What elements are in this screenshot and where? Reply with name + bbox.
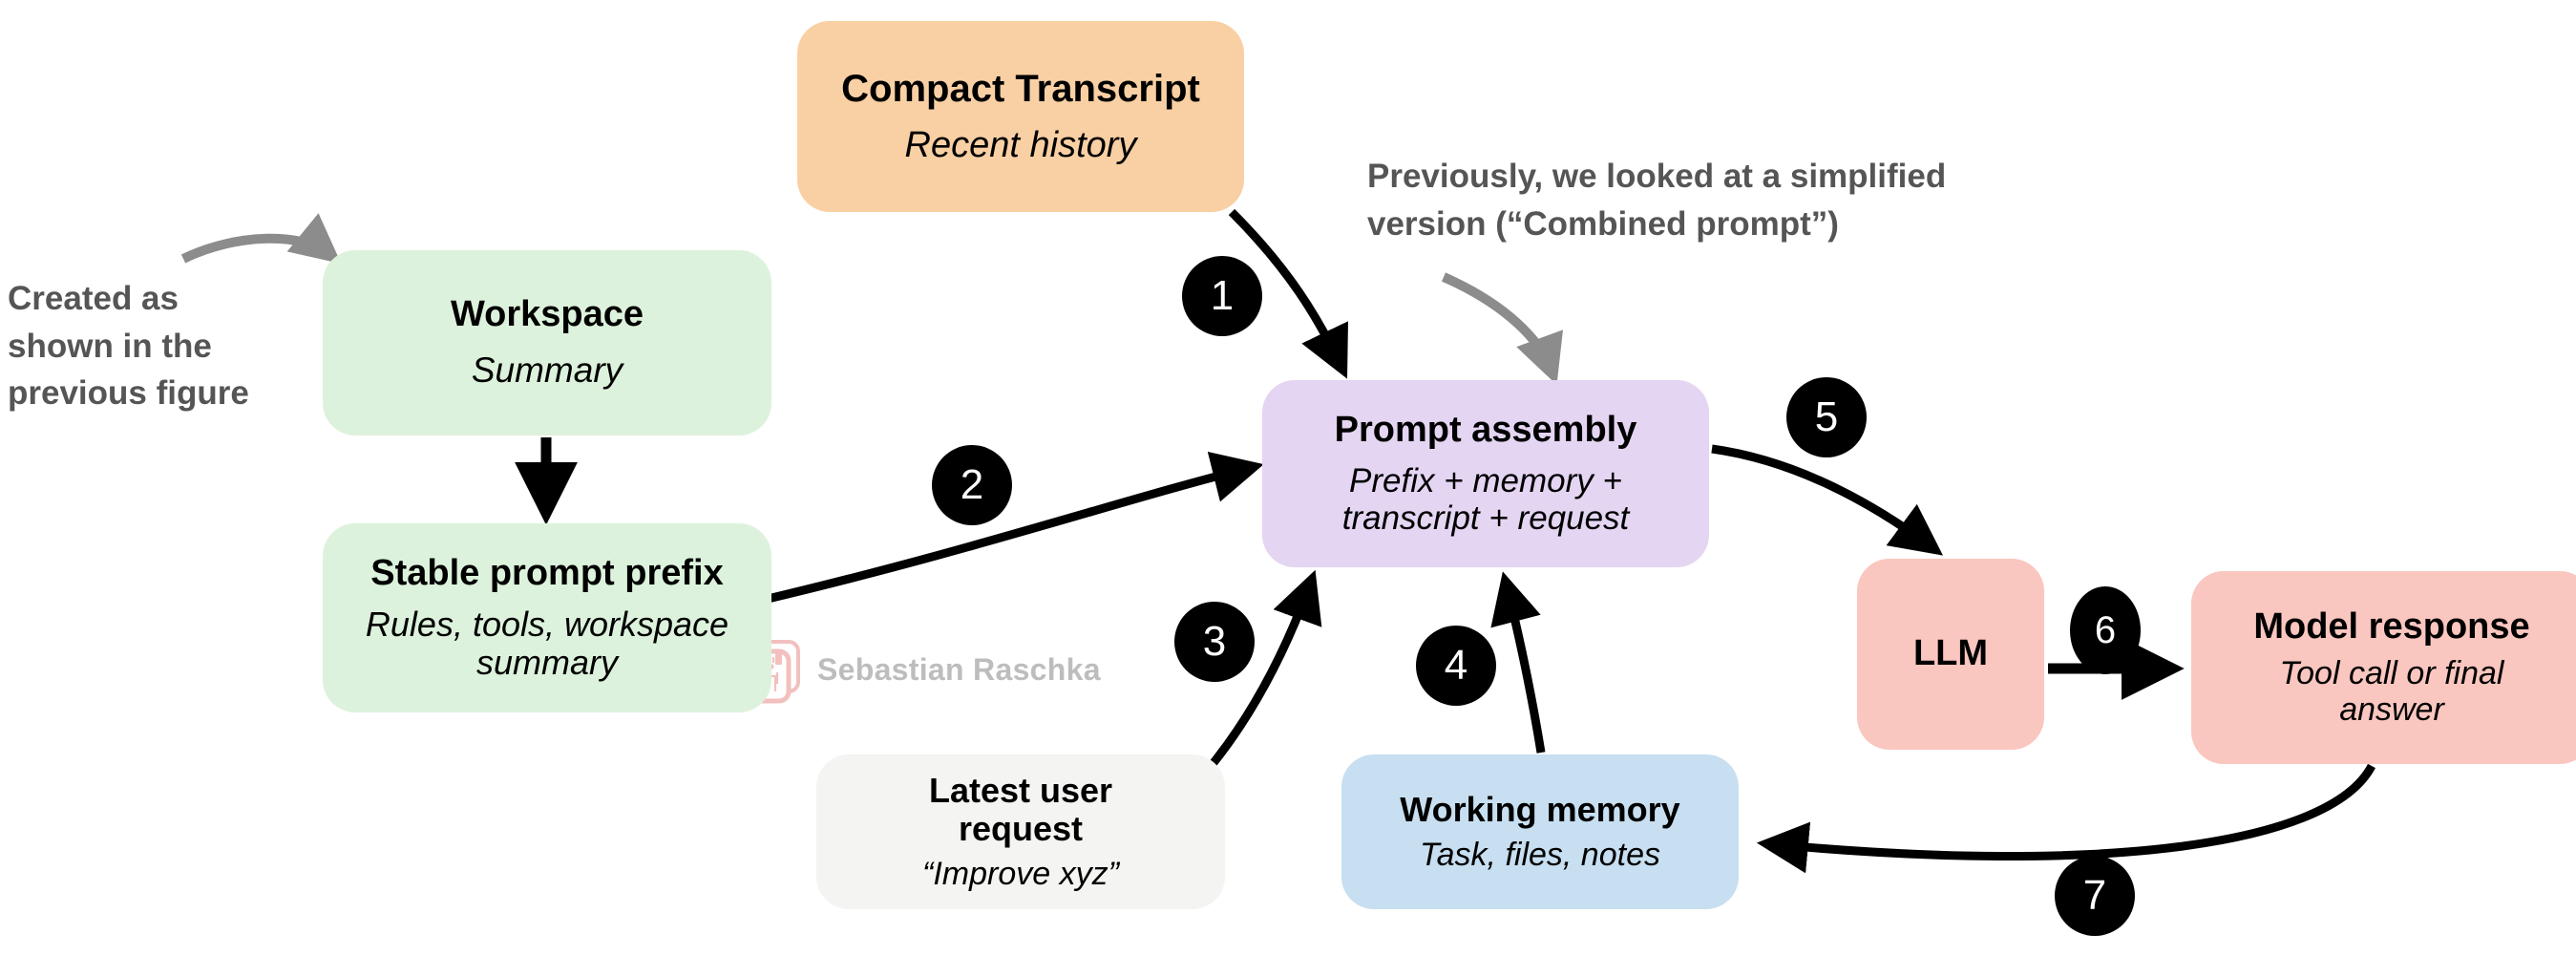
node-subtitle: Prefix + memory + transcript + request — [1341, 461, 1630, 537]
annotation-right: Previously, we looked at a simplified ve… — [1367, 158, 1947, 243]
node-title: Working memory — [1400, 790, 1680, 830]
annotation-left: Created as shown in the previous figure — [8, 280, 249, 413]
node-title: Compact Transcript — [841, 67, 1200, 110]
node-subtitle: Summary — [471, 351, 623, 391]
watermark: Sebastian Raschka — [733, 630, 1101, 710]
node-title: Prompt assembly — [1334, 409, 1637, 450]
node-stable-prompt-prefix[interactable]: Stable prompt prefix Rules, tools, works… — [323, 523, 771, 712]
node-title: Workspace — [450, 294, 644, 335]
node-subtitle: Recent history — [904, 124, 1137, 165]
arrow-step-5 — [1711, 444, 1944, 556]
node-subtitle: Tool call or final answer — [2279, 654, 2504, 728]
node-title: Latest user request — [928, 771, 1113, 848]
node-subtitle: “Improve xyz” — [922, 855, 1119, 892]
node-workspace[interactable]: Workspace Summary — [323, 250, 771, 436]
node-llm[interactable]: LLM — [1857, 559, 2044, 750]
node-compact-transcript[interactable]: Compact Transcript Recent history — [797, 21, 1244, 212]
node-title: Stable prompt prefix — [370, 552, 724, 593]
step-badge-3: 3 — [1174, 602, 1255, 682]
node-title: LLM — [1912, 633, 1989, 674]
node-model-response[interactable]: Model response Tool call or final answer — [2191, 571, 2576, 764]
node-subtitle: Rules, tools, workspace summary — [365, 604, 729, 682]
step-badge-4: 4 — [1416, 626, 1496, 706]
watermark-label: Sebastian Raschka — [817, 652, 1101, 687]
arrow-step-4 — [1490, 571, 1546, 754]
node-latest-user-request[interactable]: Latest user request “Improve xyz” — [816, 754, 1225, 909]
callout-arrow-left — [180, 213, 342, 265]
node-subtitle: Task, files, notes — [1420, 836, 1660, 873]
step-badge-5: 5 — [1786, 377, 1867, 457]
step-badge-6: 6 — [2070, 586, 2141, 674]
node-prompt-assembly[interactable]: Prompt assembly Prefix + memory + transc… — [1262, 380, 1709, 567]
step-badge-7: 7 — [2055, 856, 2135, 936]
arrow-step-7 — [1756, 763, 2375, 874]
step-badge-2: 2 — [932, 445, 1012, 525]
node-working-memory[interactable]: Working memory Task, files, notes — [1341, 754, 1739, 909]
step-badge-1: 1 — [1182, 256, 1262, 336]
node-title: Model response — [2253, 606, 2530, 648]
callout-arrow-right — [1441, 272, 1563, 386]
